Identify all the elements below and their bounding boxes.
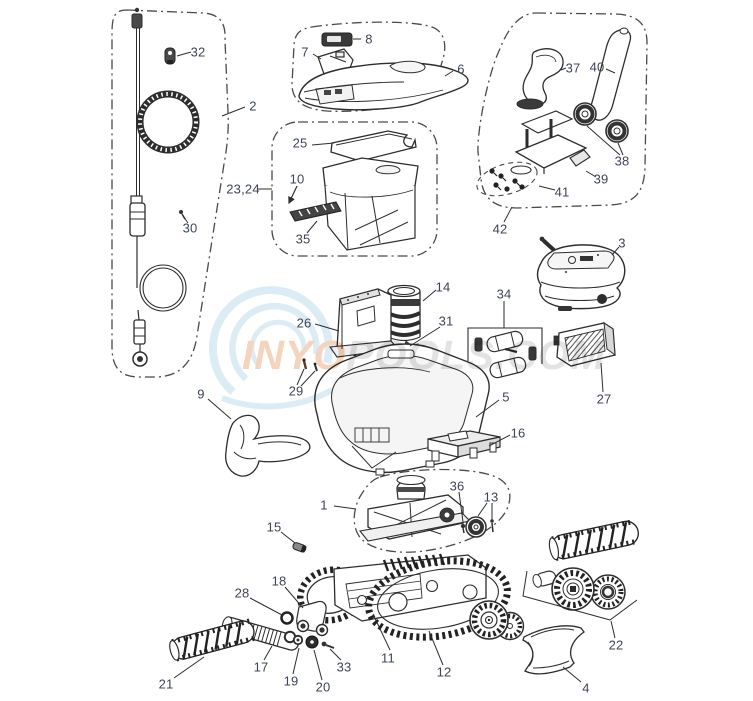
part-callout-1: 1 xyxy=(320,497,328,513)
part-6-top-cover xyxy=(298,60,469,111)
part-floating-cable xyxy=(129,7,200,367)
part-34-hardware xyxy=(467,301,543,379)
part-4-squeegee xyxy=(522,625,585,675)
part-callout-35: 35 xyxy=(295,231,311,247)
part-26-flap xyxy=(329,288,400,358)
part-32-clip xyxy=(164,47,176,65)
boundary-cable-group xyxy=(111,9,229,378)
part-22-wheel-set xyxy=(522,567,638,639)
boundary-41-screws xyxy=(476,161,538,197)
part-rear-brush xyxy=(548,519,639,561)
part-callout-7: 7 xyxy=(301,44,309,60)
part-callout-22: 22 xyxy=(608,637,624,653)
part-14-motor-cylinder xyxy=(387,284,421,342)
part-callout-5: 5 xyxy=(502,389,510,405)
part-39-caddy-base xyxy=(510,110,591,175)
part-callout-25: 25 xyxy=(292,135,308,151)
part-25-filter-lid xyxy=(330,130,417,162)
part-callout-37: 37 xyxy=(565,60,581,76)
part-callout-31: 31 xyxy=(438,313,454,329)
part-11-chassis xyxy=(333,553,487,622)
part-callout-17: 17 xyxy=(253,659,269,675)
part-16-bracket xyxy=(427,430,501,462)
part-callout-42: 42 xyxy=(492,221,508,237)
leader-lines xyxy=(173,38,624,683)
part-21-brush xyxy=(169,618,255,662)
part-33-screw xyxy=(321,641,335,649)
part-callout-39: 39 xyxy=(593,171,609,187)
part-8-button xyxy=(321,32,353,47)
boundary-filter-group xyxy=(271,121,438,257)
part-1-motor-block xyxy=(358,474,472,542)
part-callout-20: 20 xyxy=(315,679,331,695)
part-18-idler-bracket xyxy=(296,600,329,637)
part-41-screws xyxy=(489,168,525,192)
part-callout-40: 40 xyxy=(589,59,605,75)
part-callout-32: 32 xyxy=(190,44,206,60)
part-callout-29: 29 xyxy=(288,383,304,399)
part-callout-3: 3 xyxy=(618,235,626,251)
boundary-motor-group xyxy=(353,468,511,553)
part-callout-10: 10 xyxy=(289,171,305,187)
part-callout-6: 6 xyxy=(457,61,465,77)
part-callout-30: 30 xyxy=(182,220,198,236)
part-36-screw xyxy=(460,523,466,534)
part-12-track-right xyxy=(365,557,511,641)
part-callout-36: 36 xyxy=(449,478,465,494)
part-38-wheels xyxy=(573,102,629,143)
boundary-caddy-group xyxy=(477,12,648,209)
part-13-pulley xyxy=(465,516,494,538)
part-callout-4: 4 xyxy=(582,680,590,696)
part-callout-2: 2 xyxy=(249,98,257,114)
part-filter-basket xyxy=(322,157,419,251)
part-callout-23-24: 23,24 xyxy=(226,181,260,197)
part-callout-34: 34 xyxy=(496,286,512,302)
part-callout-16: 16 xyxy=(510,425,526,441)
part-9-handle-wing xyxy=(225,414,311,477)
part-28-ring xyxy=(280,611,294,625)
part-callout-26: 26 xyxy=(296,315,312,331)
part-callout-38: 38 xyxy=(614,153,630,169)
part-callout-33: 33 xyxy=(336,659,352,675)
part-29-screws xyxy=(302,358,318,372)
part-callout-13: 13 xyxy=(483,489,499,505)
part-callout-18: 18 xyxy=(271,573,287,589)
part-19-washers xyxy=(283,630,304,646)
boundary-top-cover-group xyxy=(291,21,446,112)
part-callout-12: 12 xyxy=(436,664,452,680)
part-callout-41: 41 xyxy=(554,184,570,200)
part-35-grate xyxy=(289,201,342,222)
part-callout-19: 19 xyxy=(283,673,299,689)
part-20-bearing xyxy=(305,635,319,649)
part-callout-21: 21 xyxy=(158,676,174,692)
part-27-side-grill xyxy=(553,321,616,367)
part-10-arrow xyxy=(288,185,298,205)
part-callout-27: 27 xyxy=(596,391,612,407)
part-callout-14: 14 xyxy=(435,279,451,295)
part-callout-9: 9 xyxy=(197,386,205,402)
part-callout-11: 11 xyxy=(381,650,395,666)
part-callout-8: 8 xyxy=(365,31,373,47)
part-drive-wheels xyxy=(469,600,525,641)
part-15-pin xyxy=(292,542,307,553)
part-callout-15: 15 xyxy=(266,519,282,535)
part-callout-28: 28 xyxy=(234,585,250,601)
part-3-power-supply xyxy=(536,236,626,311)
part-37-hook xyxy=(516,48,564,110)
